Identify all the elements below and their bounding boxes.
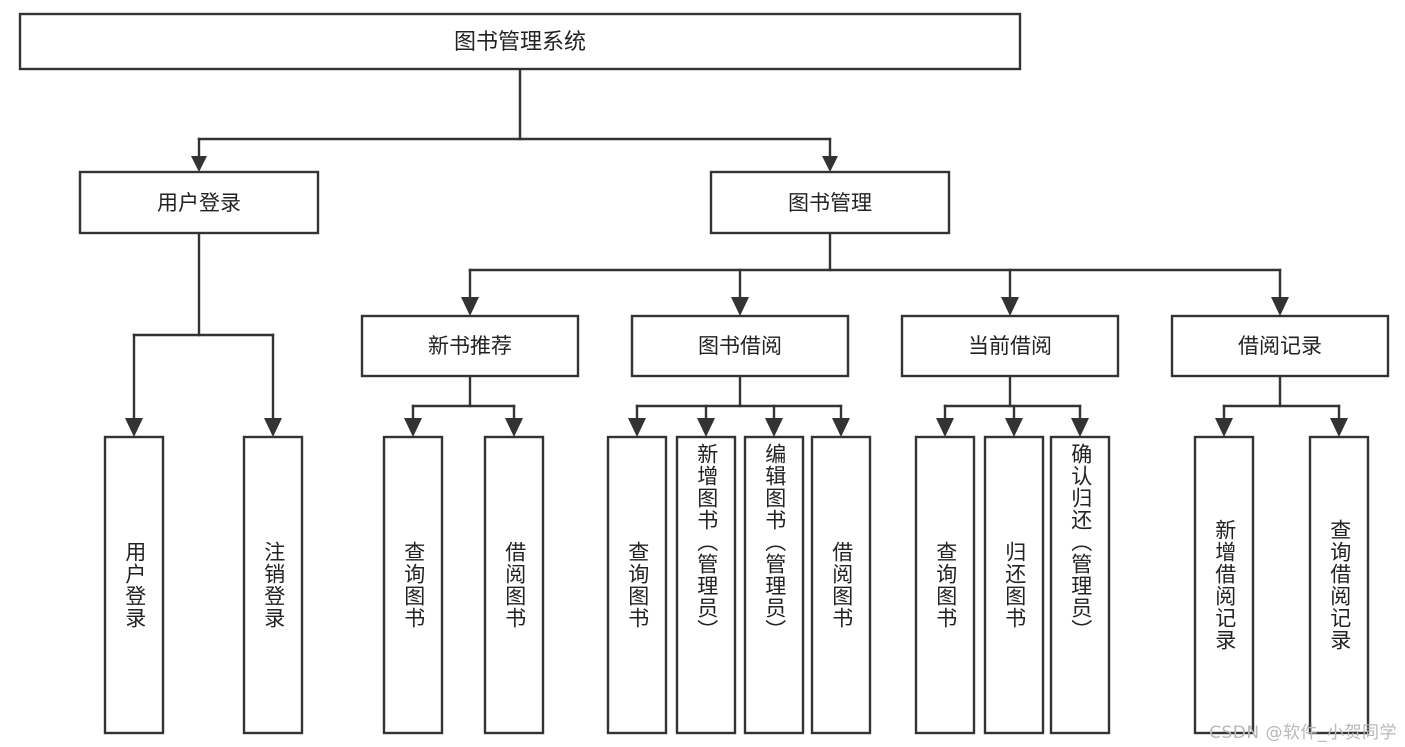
leaf-rect-edit-book[interactable] [743,435,805,735]
connector-newbook-to-leaves [404,374,523,437]
connector-borrowrecord-to-leaves [1215,374,1348,437]
node-book-borrow[interactable]: 图书借阅 [630,314,850,378]
leaf-rect-add-book[interactable] [675,435,737,735]
node-user-login[interactable]: 用户登录 [78,170,320,235]
leaf-rect-return-book[interactable] [983,435,1045,735]
leaf-rect-add-record[interactable] [1193,435,1255,735]
node-current-borrow-label: 当前借阅 [968,334,1052,358]
node-book-manage-label: 图书管理 [788,191,872,215]
leaf-rect-query-book-1[interactable] [382,435,444,735]
connector-root-to-level2 [191,67,838,172]
leaf-rect-confirm-return[interactable] [1049,435,1111,735]
leaf-rect-logout-login[interactable] [242,435,304,735]
connector-bookborrow-to-leaves [628,374,850,437]
connector-currentborrow-to-leaves [936,374,1089,437]
node-book-borrow-label: 图书借阅 [698,334,782,358]
node-new-book-recommend-label: 新书推荐 [428,334,512,358]
node-root[interactable]: 图书管理系统 [18,12,1022,71]
csdn-watermark: CSDN @软件_小贺同学 [1209,723,1397,743]
node-borrow-record-label: 借阅记录 [1238,334,1322,358]
leaf-rect-query-book-3[interactable] [914,435,976,735]
leaf-rect-borrow-book-1[interactable] [483,435,545,735]
leaf-rect-query-book-2[interactable] [606,435,668,735]
node-root-label: 图书管理系统 [454,30,586,55]
node-new-book-recommend[interactable]: 新书推荐 [360,314,580,378]
node-user-login-label: 用户登录 [157,191,241,215]
leaf-rect-borrow-book-2[interactable] [810,435,872,735]
node-current-borrow[interactable]: 当前借阅 [900,314,1120,378]
node-book-manage[interactable]: 图书管理 [709,170,951,235]
node-borrow-record[interactable]: 借阅记录 [1170,314,1390,378]
leaf-rect-user-login[interactable] [103,435,165,735]
leaf-rects [103,435,1370,735]
connector-userlogin-to-leaves [125,231,282,437]
leaf-rect-query-record[interactable] [1308,435,1370,735]
connector-bookmanage-to-level3 [461,231,1289,316]
